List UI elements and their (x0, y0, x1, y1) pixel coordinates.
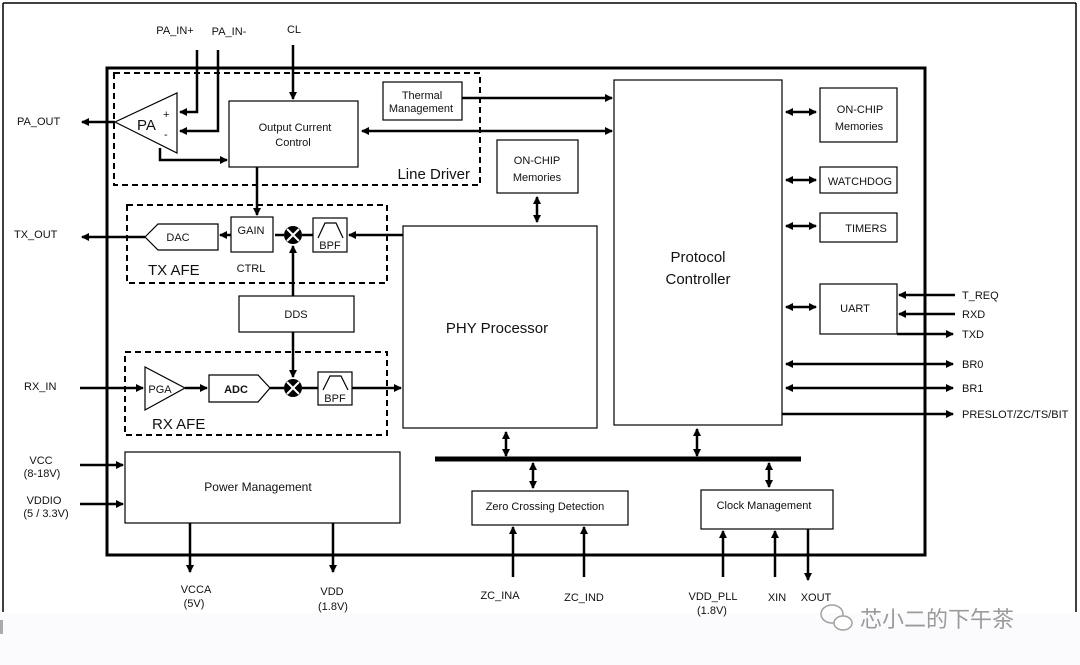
signal-lines (80, 45, 955, 581)
tx-afe-label: TX AFE (148, 262, 200, 279)
pga-amplifier (144, 366, 187, 412)
pin-vcca-voltage: (5V) (184, 598, 205, 610)
dac-block (144, 223, 219, 251)
pa-amplifier (113, 92, 178, 154)
power-label: Power Management (204, 480, 312, 494)
zero-crossing-detection-block (471, 490, 629, 526)
output-current-label-2: Control (275, 137, 310, 149)
watchdog-block (819, 166, 898, 194)
thermal-management-block (382, 81, 463, 121)
thermal-label-2: Management (389, 103, 453, 115)
pin-cl: CL (287, 24, 301, 36)
pin-vddio: VDDIO (27, 495, 62, 507)
dds-block (238, 295, 355, 333)
phy-processor-block (402, 225, 598, 429)
watchdog-label: WATCHDOG (828, 176, 892, 188)
ctrl-label: CTRL (237, 263, 266, 275)
pin-pa-out: PA_OUT (17, 116, 60, 128)
output-current-control-block (228, 100, 359, 168)
power-management-block (124, 451, 401, 524)
pin-br0: BR0 (962, 359, 983, 371)
wechat-icon (820, 604, 853, 631)
tx-mixer-icon (284, 226, 302, 244)
pin-zc-ina: ZC_INA (480, 590, 520, 602)
protocol-label-2: Controller (665, 271, 730, 288)
uart-block (819, 283, 898, 335)
protocol-label-1: Protocol (670, 249, 725, 266)
rx-afe-label: RX AFE (152, 416, 205, 433)
uart-label: UART (840, 303, 870, 315)
pin-pa-in-plus: PA_IN+ (156, 25, 193, 37)
line-driver-label: Line Driver (397, 166, 470, 183)
tx-bpf-label: BPF (319, 240, 341, 252)
onchip-memories-right-block (819, 87, 898, 143)
pin-br1: BR1 (962, 383, 983, 395)
pin-pa-in-minus: PA_IN- (212, 26, 247, 38)
adc-block (208, 374, 271, 403)
thermal-label-1: Thermal (402, 90, 442, 102)
page-frame (2, 2, 1077, 612)
pin-vdd-pll: VDD_PLL (689, 591, 738, 603)
adc-label: ADC (224, 384, 248, 396)
timers-block (819, 212, 898, 243)
onchip-right-label-1: ON-CHIP (837, 104, 883, 116)
clock-label: Clock Management (717, 500, 812, 512)
protocol-controller-block (613, 79, 783, 426)
pin-t-req: T_REQ (962, 290, 999, 302)
pa-label: PA (137, 117, 156, 134)
rx-mixer-icon (284, 379, 302, 397)
rx-afe-group (124, 351, 388, 436)
pin-vcc-range: (8-18V) (24, 468, 61, 480)
pin-preslot: PRESLOT/ZC/TS/BIT (962, 409, 1069, 421)
dds-label: DDS (284, 309, 307, 321)
pin-zc-ind: ZC_IND (564, 592, 604, 604)
pin-vddio-range: (5 / 3.3V) (23, 508, 68, 520)
pin-txd: TXD (962, 329, 984, 341)
zcd-label: Zero Crossing Detection (486, 501, 605, 513)
edge-mark (0, 620, 3, 634)
watermark-text: 芯小二的下午茶 (860, 608, 1014, 633)
onchip-mid-label-1: ON-CHIP (514, 155, 560, 167)
onchip-memories-mid-block (496, 139, 579, 194)
pin-xout: XOUT (801, 592, 832, 604)
pin-vdd: VDD (320, 586, 343, 598)
dac-label: DAC (166, 232, 189, 244)
pin-vcc: VCC (29, 455, 52, 467)
pga-label: PGA (148, 384, 172, 396)
phy-label: PHY Processor (446, 320, 548, 337)
chip-boundary (105, 66, 927, 557)
onchip-mid-label-2: Memories (513, 172, 562, 184)
clock-management-block (700, 489, 834, 530)
gain-label: GAIN (238, 225, 265, 237)
pin-vdd-pll-voltage: (1.8V) (697, 605, 727, 617)
pin-tx-out: TX_OUT (14, 229, 58, 241)
pin-vdd-voltage: (1.8V) (318, 601, 348, 613)
pa-plus-label: + (163, 109, 169, 121)
onchip-right-label-2: Memories (835, 121, 884, 133)
pin-rxd: RXD (962, 309, 985, 321)
pin-xin: XIN (768, 592, 786, 604)
bottom-strip (0, 613, 1080, 665)
rx-bpf-label: BPF (324, 393, 346, 405)
output-current-label-1: Output Current (259, 122, 332, 134)
timers-label: TIMERS (845, 223, 887, 235)
pa-minus-label: - (164, 129, 168, 141)
pin-rx-in: RX_IN (24, 381, 56, 393)
pin-vcca: VCCA (181, 584, 212, 596)
